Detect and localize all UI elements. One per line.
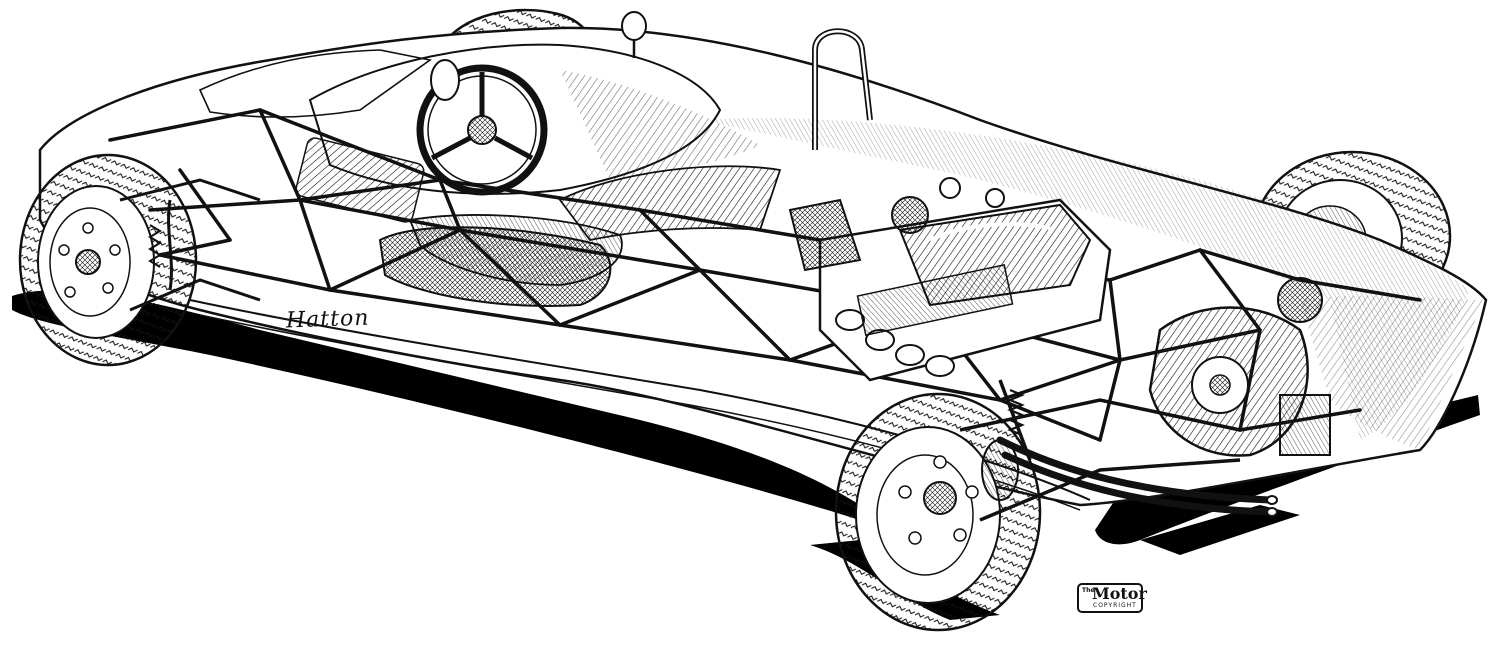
front-coilover — [148, 224, 162, 268]
roll-bar — [812, 28, 873, 150]
copyright-stamp: The Motor COPYRIGHT — [1077, 583, 1147, 613]
left-front-wheel-near — [18, 153, 198, 367]
rear-view-mirror — [621, 11, 647, 58]
brake-disc — [981, 439, 1019, 501]
fuel-tank — [295, 137, 612, 307]
rear-coilover — [1007, 388, 1025, 437]
front-suspension — [119, 178, 261, 312]
cockpit — [198, 43, 760, 195]
stamp-prefix: The — [1082, 587, 1095, 594]
engine — [788, 177, 1112, 382]
steering-wheel — [416, 59, 548, 196]
stamp-notice: COPYRIGHT — [1093, 602, 1137, 609]
rear-suspension — [959, 379, 1241, 522]
gearbox — [1148, 277, 1331, 457]
stamp-name: Motor — [1092, 584, 1147, 603]
artist-signature: Hatton — [285, 305, 370, 334]
